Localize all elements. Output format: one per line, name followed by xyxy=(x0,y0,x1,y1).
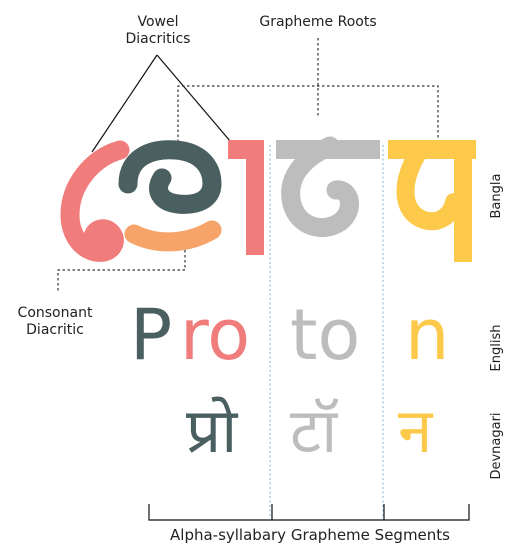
segments-label: Alpha-syllabary Grapheme Segments xyxy=(170,526,450,544)
vowel-diacritics-label: Vowel Diacritics xyxy=(110,14,206,48)
segments-bracket xyxy=(148,504,470,521)
bangla-na-stem xyxy=(454,140,472,262)
language-devnagari: Devnagari xyxy=(489,412,504,480)
grapheme-roots-bracket xyxy=(177,85,439,142)
consonant-diacritic-label: Consonant Diacritic xyxy=(6,305,104,339)
bangla-ra-fola xyxy=(124,220,222,252)
devnagari-taw: टॉ xyxy=(290,394,338,467)
language-bangla: Bangla xyxy=(489,173,504,219)
bangla-pa-stroke xyxy=(118,140,222,214)
english-p: P xyxy=(130,294,173,376)
english-to: to xyxy=(290,294,361,376)
vowel-label-line1: Vowel xyxy=(137,14,179,30)
vowel-pointer-right xyxy=(156,54,237,149)
english-n: n xyxy=(405,294,450,376)
consonant-label-line2: Diacritic xyxy=(26,322,84,338)
bangla-ta-body xyxy=(281,136,359,238)
consonant-pointer xyxy=(57,250,186,292)
devnagari-na: न xyxy=(398,394,433,467)
bangla-aa-kar-stem xyxy=(246,140,264,255)
devnagari-pro: प्रो xyxy=(186,394,238,467)
grapheme-roots-label: Grapheme Roots xyxy=(259,14,377,30)
english-ro: ro xyxy=(180,294,251,376)
bangla-na-body xyxy=(396,141,463,231)
language-english: English xyxy=(489,324,504,372)
vowel-pointer-left xyxy=(91,54,158,153)
bangla-e-kar xyxy=(60,140,130,262)
vowel-label-line2: Diacritics xyxy=(125,31,191,47)
consonant-label-line1: Consonant xyxy=(17,305,93,321)
